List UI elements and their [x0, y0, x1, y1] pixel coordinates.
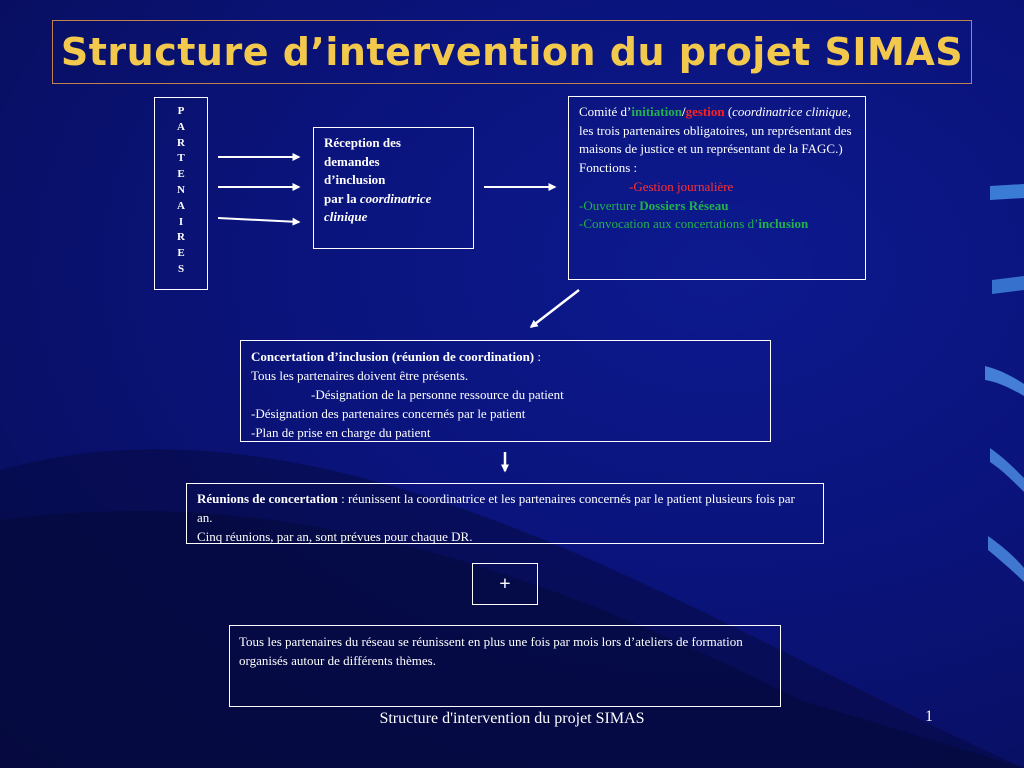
comite-gestion: gestion	[685, 104, 725, 119]
concertation-line: Tous les partenaires doivent être présen…	[251, 368, 469, 383]
page-title: Structure d’intervention du projet SIMAS	[60, 30, 964, 74]
footer-caption: Structure d'intervention du projet SIMAS	[379, 710, 645, 727]
comite-description: Comité d’initiation/gestion (coordinatri…	[579, 103, 855, 159]
concertation-line: -Désignation des partenaires concernés p…	[251, 406, 526, 421]
comite-dossiers-reseau: Dossiers Réseau	[639, 197, 729, 213]
partenaires-letter: R	[177, 231, 185, 244]
comite-ouverture-prefix: -Ouverture	[579, 197, 640, 213]
partenaires-letter: N	[177, 183, 185, 196]
reception-box: Réception des demandes d’inclusion par l…	[313, 127, 474, 249]
partenaires-letter: T	[177, 152, 185, 165]
reception-clinique: clinique	[324, 209, 368, 224]
comite-ouverture: -Ouverture Dossiers Réseau	[579, 197, 855, 216]
partenaires-letter: S	[177, 262, 185, 275]
plus-sign: +	[499, 572, 511, 595]
reception-coordinatrice: coordinatrice	[359, 190, 432, 206]
comite-paren: (	[724, 104, 733, 119]
reception-line: demandes	[324, 153, 380, 169]
comite-inclusion: inclusion	[758, 216, 809, 232]
partenaires-letter: A	[177, 199, 185, 212]
reception-line: d’inclusion	[324, 172, 386, 187]
ateliers-text: Tous les partenaires du réseau se réunis…	[239, 634, 743, 668]
page-number: 1	[925, 708, 933, 725]
ateliers-box: Tous les partenaires du réseau se réunis…	[229, 625, 781, 707]
partenaires-letter: I	[178, 215, 184, 228]
comite-rest: , les trois partenaires obligatoires, un…	[579, 104, 852, 157]
arrow-partenaires-reception-3	[217, 217, 301, 226]
comite-convocation: -Convocation aux concertations d’inclusi…	[579, 215, 855, 234]
partenaires-letter: E	[177, 168, 185, 181]
partenaires-letter: A	[177, 120, 185, 133]
reunions-box: Réunions de concertation : réunissent la…	[186, 483, 824, 544]
concertation-line: -Désignation de la personne ressource du…	[311, 387, 564, 402]
reunions-description: Réunions de concertation : réunissent la…	[197, 489, 813, 527]
partenaires-letter: E	[177, 247, 185, 260]
concertation-line: -Plan de prise en charge du patient	[251, 425, 431, 440]
comite-slash: /	[681, 104, 686, 119]
arrow-comite-concertation	[529, 289, 580, 328]
reunions-line: Cinq réunions, par an, sont prévues pour…	[197, 529, 473, 544]
reception-par: par la	[324, 190, 360, 206]
comite-coordinatrice: coordinatrice clinique	[732, 104, 848, 119]
concertation-heading: Concertation d’inclusion (réunion de coo…	[251, 349, 535, 364]
reception-line: Réception des	[324, 135, 401, 150]
partenaires-letter: P	[177, 105, 185, 117]
reunions-rest: : réunissent la coordinatrice et les par…	[197, 491, 795, 525]
partenaires-letter: R	[177, 136, 185, 149]
comite-convocation-prefix: -Convocation aux concertations d’	[579, 216, 759, 232]
concertation-colon: :	[534, 349, 541, 364]
concertation-box: Concertation d’inclusion (réunion de coo…	[240, 340, 771, 442]
concertation-heading-line: Concertation d’inclusion (réunion de coo…	[251, 347, 760, 366]
plus-box: +	[472, 563, 538, 605]
reception-line: par la coordinatrice	[324, 190, 463, 209]
title-frame: Structure d’intervention du projet SIMAS	[52, 20, 972, 84]
comite-box: Comité d’initiation/gestion (coordinatri…	[568, 96, 866, 280]
comite-prefix: Comité d’	[579, 104, 632, 119]
partenaires-box: P A R T E N A I R E S	[154, 97, 208, 290]
comite-fonctions: Fonctions :	[579, 160, 638, 176]
reunions-heading: Réunions de concertation	[197, 491, 338, 506]
comite-initiation: initiation	[631, 104, 682, 119]
comite-gestion-journaliere: -Gestion journalière	[629, 178, 734, 194]
